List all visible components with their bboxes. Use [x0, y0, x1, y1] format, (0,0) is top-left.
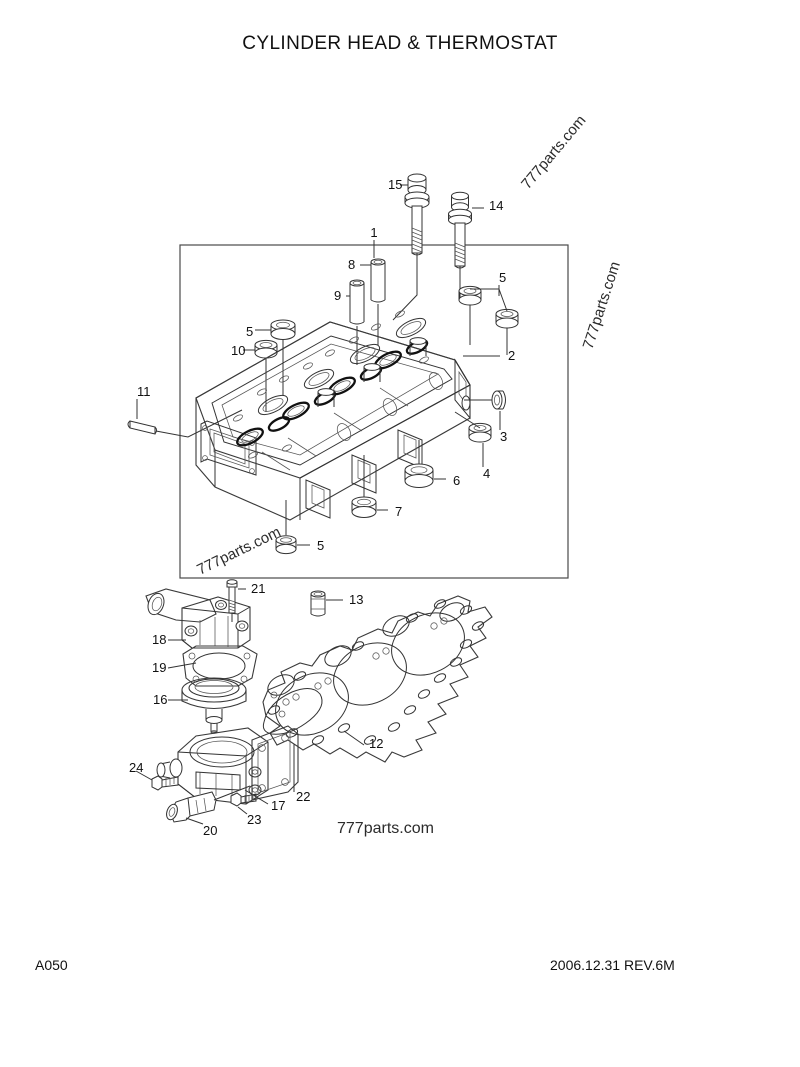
thermostat-16	[181, 677, 247, 734]
callout-23: 23	[247, 812, 261, 827]
cylinder-head-body	[195, 310, 471, 521]
callout-numbers: 1 2 3 4 5 5 5 6 7 8 9 10 11 12 13 14 15 …	[129, 177, 515, 838]
callout-5-bottom: 5	[317, 538, 324, 553]
leader-23	[237, 806, 248, 815]
seal-6	[404, 463, 434, 488]
bushing-13	[310, 590, 326, 617]
callout-4: 4	[483, 466, 490, 481]
callout-1: 1	[370, 225, 377, 240]
watermark-lower-left: 777parts.com	[194, 523, 283, 578]
callout-2: 2	[508, 348, 515, 363]
callout-19: 19	[152, 660, 166, 675]
leader-12	[343, 730, 365, 746]
pin-11	[127, 420, 157, 435]
callout-13: 13	[349, 592, 363, 607]
thermostat-housing-18	[145, 588, 251, 649]
water-inlet-housing-17	[156, 725, 299, 805]
gasket-19	[182, 645, 258, 687]
callout-18: 18	[152, 632, 166, 647]
bolt-14	[448, 191, 472, 269]
bolt-21	[226, 579, 238, 614]
head-gasket-12	[262, 595, 493, 763]
bolt-15	[404, 173, 430, 256]
bolt-15-axis	[392, 253, 418, 321]
leader-5-right	[470, 285, 508, 312]
watermark-upper-right: 777parts.com	[518, 112, 589, 193]
callout-3: 3	[500, 429, 507, 444]
leader-24	[135, 770, 153, 781]
pin-11-axis	[155, 409, 243, 438]
sensor-20-axis	[213, 785, 251, 801]
watermark-right-vertical: 777parts.com	[580, 260, 624, 352]
callout-9: 9	[334, 288, 341, 303]
callout-20: 20	[203, 823, 217, 838]
drawing-code: A050	[35, 957, 68, 973]
callout-5-right: 5	[499, 270, 506, 285]
callout-22: 22	[296, 789, 310, 804]
callout-24: 24	[129, 760, 143, 775]
bolt-23	[230, 792, 257, 807]
callout-10: 10	[231, 343, 245, 358]
seal-5-upper-left	[270, 319, 296, 340]
revision-date: 2006.12.31 REV.6M	[550, 957, 675, 973]
callout-11: 11	[137, 384, 151, 399]
seal-4	[468, 422, 492, 443]
callout-21: 21	[251, 581, 265, 596]
seal-7	[351, 496, 377, 518]
leader-20	[185, 817, 204, 825]
seal-3	[491, 390, 506, 410]
callout-8: 8	[348, 257, 355, 272]
sensor-20	[166, 791, 217, 823]
seal-5-bottom	[275, 535, 297, 555]
leader-19	[167, 662, 197, 669]
dowel-pin-9	[349, 279, 365, 325]
callout-15: 15	[388, 177, 402, 192]
callout-6: 6	[453, 473, 460, 488]
dowel-pin-8	[370, 258, 386, 303]
callout-16: 16	[153, 692, 167, 707]
page-title: CYLINDER HEAD & THERMOSTAT	[242, 33, 558, 54]
seal-10	[254, 339, 278, 359]
callout-14: 14	[489, 198, 503, 213]
seal-5-right-lower	[495, 308, 519, 329]
watermark-bottom-center: 777parts.com	[337, 820, 434, 837]
callout-12: 12	[369, 736, 383, 751]
callout-17: 17	[271, 798, 285, 813]
seal-4-axis	[454, 411, 481, 429]
callout-7: 7	[395, 504, 402, 519]
bolt-24	[151, 775, 179, 791]
callout-5-upper-left: 5	[246, 324, 253, 339]
